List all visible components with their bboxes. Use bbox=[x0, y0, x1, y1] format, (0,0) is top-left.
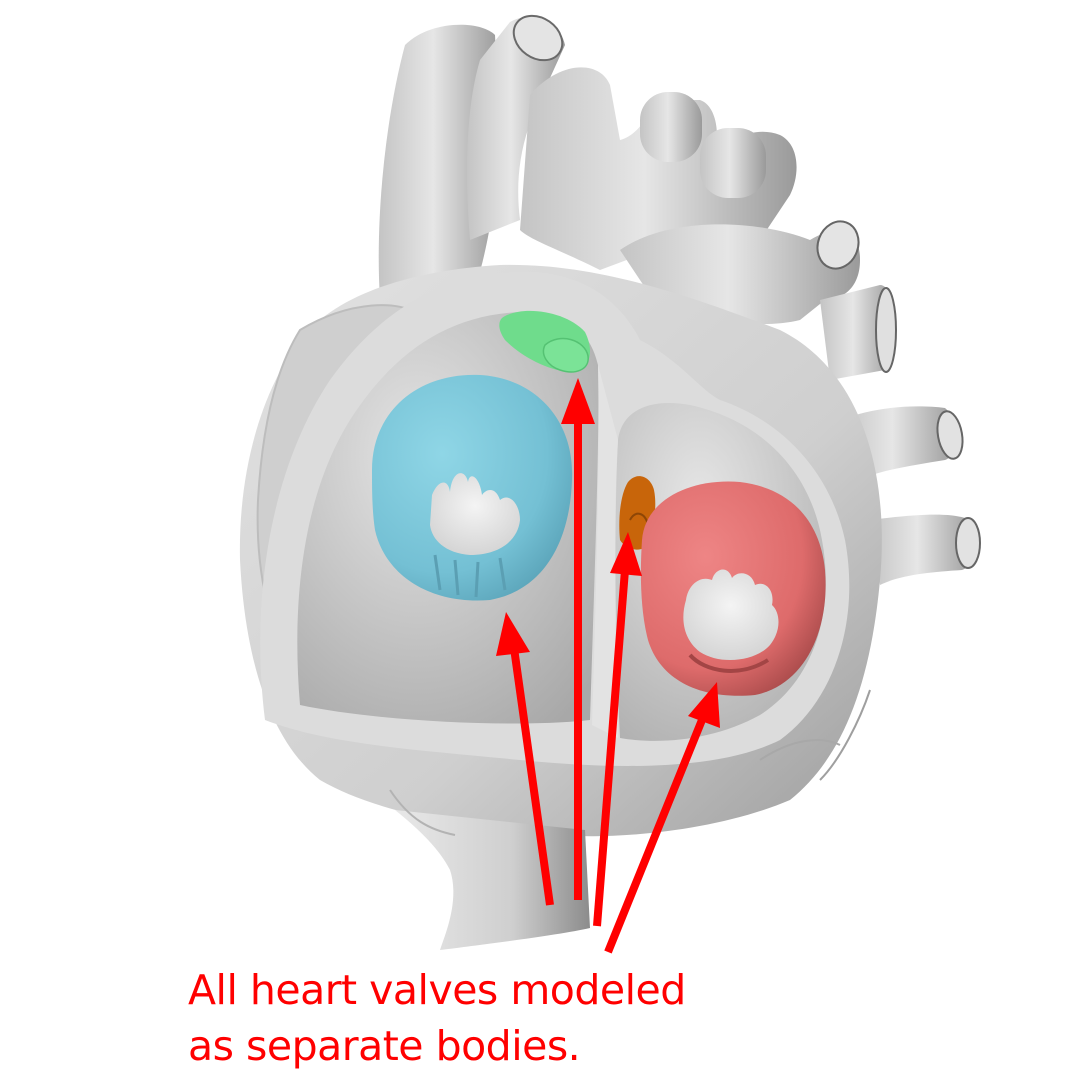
arrow-pulmonary bbox=[561, 378, 595, 900]
inferior-vena-cava bbox=[395, 810, 590, 950]
arrow-tricuspid bbox=[496, 612, 554, 906]
tricuspid-opening bbox=[430, 473, 520, 555]
branch-vessel-1 bbox=[640, 92, 702, 162]
aorta-ascending bbox=[467, 16, 565, 240]
aortic-arch bbox=[520, 67, 797, 270]
caption: All heart valves modeled as separate bod… bbox=[188, 962, 686, 1074]
coronary-vessel-line bbox=[389, 789, 456, 836]
pulmonary-valve bbox=[499, 310, 590, 373]
mitral-valve bbox=[640, 481, 826, 696]
coronary-vessel-line bbox=[759, 739, 841, 761]
caption-line-1: All heart valves modeled bbox=[188, 966, 686, 1014]
great-vessels bbox=[378, 14, 981, 585]
annotation-arrows bbox=[496, 378, 720, 954]
tricuspid-valve bbox=[372, 374, 573, 601]
pulmonary-vein-lower bbox=[870, 514, 976, 585]
mitral-opening bbox=[683, 569, 779, 661]
coronary-vessel-line bbox=[819, 689, 871, 781]
pulmonary-vein-upper bbox=[820, 285, 894, 380]
septum bbox=[592, 365, 618, 738]
arrow-mitral bbox=[604, 682, 720, 954]
vein-opening-3 bbox=[955, 517, 981, 569]
valves bbox=[372, 310, 826, 696]
branch-vessel-2 bbox=[700, 128, 766, 198]
pulmonary-opening bbox=[816, 220, 860, 270]
aorta-opening bbox=[512, 14, 564, 62]
caption-line-2: as separate bodies. bbox=[188, 1022, 581, 1070]
vein-opening-1 bbox=[875, 287, 897, 373]
arrow-aortic bbox=[593, 532, 642, 927]
vein-opening-2 bbox=[936, 410, 964, 460]
